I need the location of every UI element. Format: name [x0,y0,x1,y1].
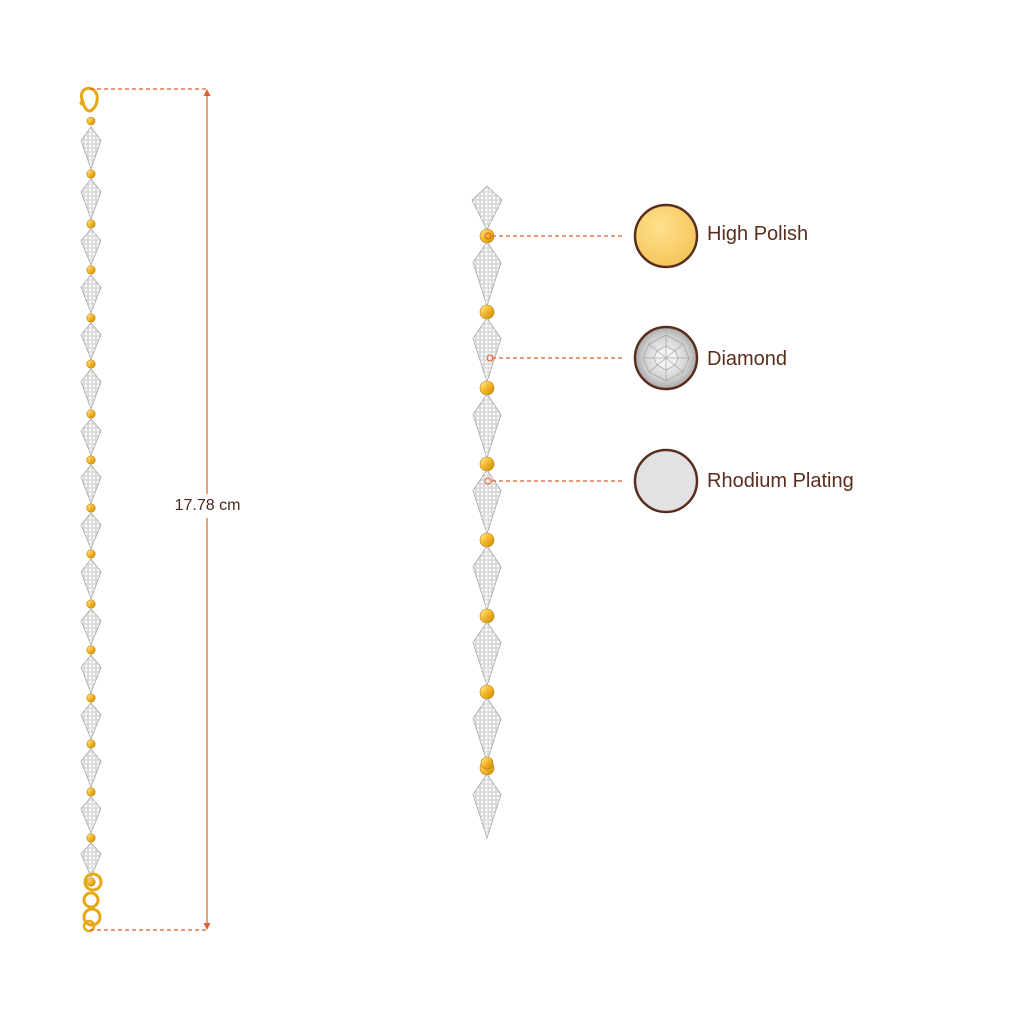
legend-label-rhodium: Rhodium Plating [707,470,854,492]
diamond-swatch [633,325,699,391]
bracelet-detail-view [471,185,503,840]
gold-bead [86,739,96,749]
gold-bead [86,787,96,797]
gold-bead [86,265,96,275]
lobster-clasp-icon [79,86,99,113]
gold-bead [86,693,96,703]
dimension-arrow-down-icon [203,923,211,930]
gold-bead [480,756,494,770]
gold-bead [86,219,96,229]
gold-bead [86,169,96,179]
jump-ring [82,919,96,933]
gold-bead [86,877,96,887]
gold-bead [479,684,495,700]
gold-bead [86,645,96,655]
leader-dot-rhodium [484,477,492,485]
gold-bead [479,304,495,320]
jump-ring [82,907,102,927]
gold-bead [86,116,96,126]
dimension-arrow-up-icon [203,89,211,96]
jump-ring [83,872,103,892]
legend-label-diamond: Diamond [707,348,788,370]
length-measurement: 17.78 cm [160,494,255,518]
gold-bead [86,599,96,609]
gold-bead [479,532,495,548]
legend-label-high-polish: High Polish [707,223,809,245]
gold-bead [86,313,96,323]
legend-leaders [484,232,625,485]
gold-bead [86,455,96,465]
leader-dot-high-polish [484,232,492,240]
gold-bead [479,608,495,624]
clasp-trigger [79,100,85,106]
leader-dot-diamond [486,354,494,362]
gold-bead [86,549,96,559]
rhodium-swatch [633,448,699,514]
gold-bead [479,380,495,396]
gold-bead [86,409,96,419]
bracelet-full-view [79,86,103,933]
gold-bead [86,833,96,843]
gold-bead [479,228,495,244]
jump-ring [82,891,100,909]
high-polish-swatch [633,203,699,269]
gold-bead [86,503,96,513]
gold-bead [86,359,96,369]
gold-bead [479,456,495,472]
